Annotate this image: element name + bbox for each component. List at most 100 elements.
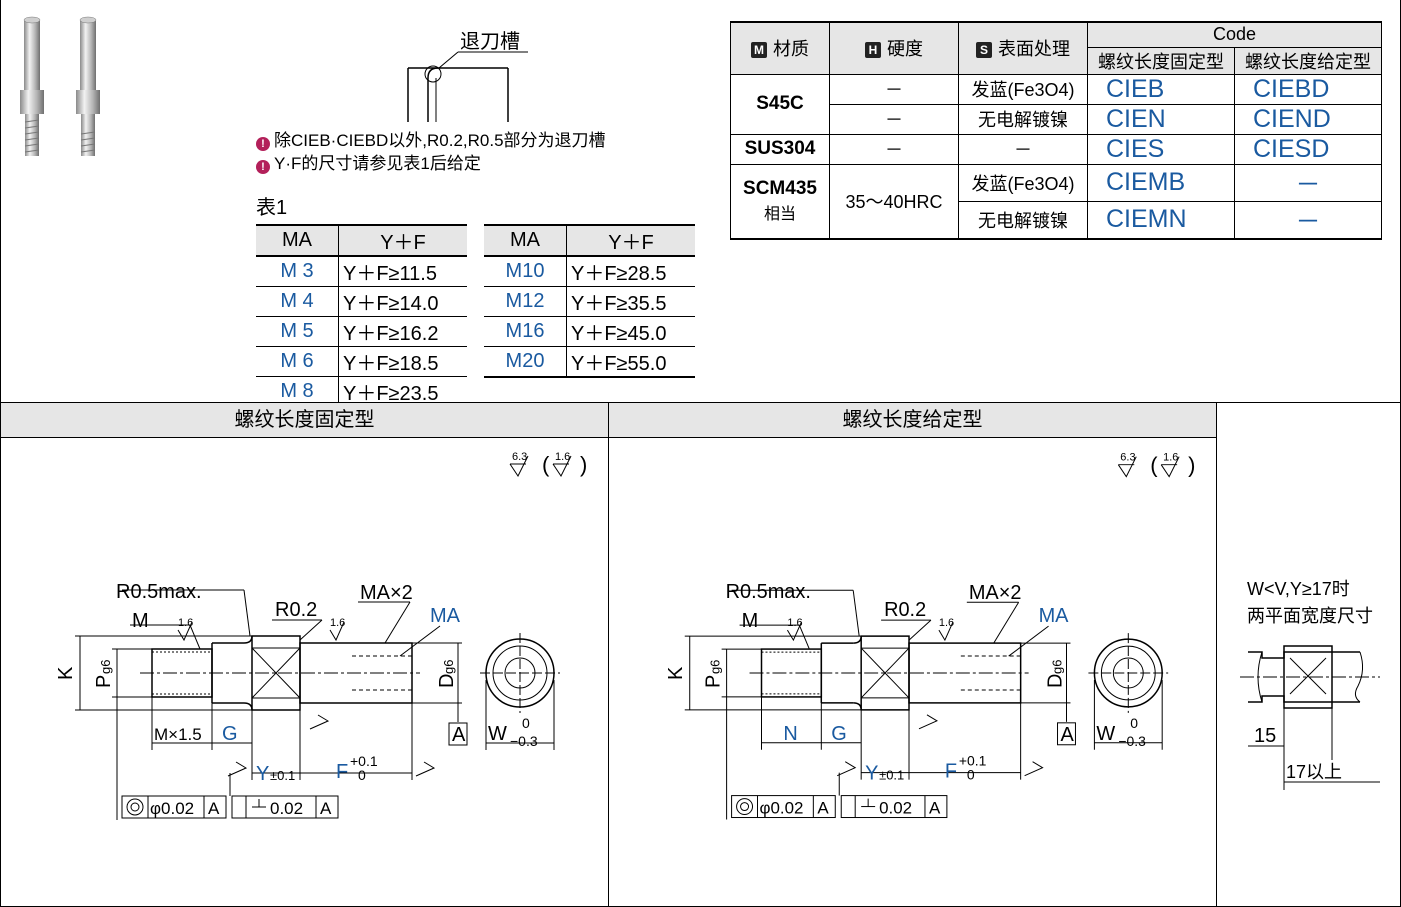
hardness-badge-icon: H — [865, 42, 881, 59]
warning-icon: ! — [256, 137, 270, 151]
cell-code-given: － — [1234, 200, 1382, 239]
label-r05: R0.5max. — [726, 581, 811, 603]
cell-material: SUS304 — [730, 133, 830, 165]
cell-hardness: － — [829, 73, 959, 105]
label-f-tol-dn: 0 — [967, 767, 975, 783]
label-f-tol-dn: 0 — [358, 767, 366, 783]
cell-yf: Y＋F≥14.0 — [338, 286, 467, 317]
label-mx15: M×1.5 — [154, 725, 202, 744]
label-ma-x2: MA×2 — [969, 582, 1022, 604]
dimension-labels: R0.5max. M R0.2 MA×2 MA K P g6 D g6 A W … — [55, 581, 538, 818]
drawing-fixed: 6.3 ( 1.6 ) — [55, 451, 587, 820]
cell-code-fixed: CIEB — [1087, 73, 1235, 105]
groove-detail-drawing — [407, 51, 528, 122]
material-badge-icon: M — [751, 42, 767, 59]
header-fixed: 螺纹长度固定型 — [1087, 46, 1235, 75]
rough-label: 1.6 — [178, 617, 193, 629]
section-header-given: 螺纹长度给定型 — [609, 403, 1216, 438]
label-y-tol: ±0.1 — [879, 768, 904, 783]
cell-material-sub: 相当 — [763, 206, 796, 223]
cell-code-fixed: CIEN — [1087, 103, 1235, 135]
note-1: !除CIEB·CIEBD以外,R0.2,R0.5部分为退刀槽 — [256, 132, 606, 151]
label-f: F — [336, 761, 348, 783]
cell-material-name: SCM435 — [743, 178, 817, 199]
label-w-tol-dn: −0.3 — [1118, 733, 1146, 749]
table-row: 无电解镀镍 CIEMN － — [731, 200, 1382, 239]
side-note-2: 两平面宽度尺寸 — [1247, 606, 1373, 626]
label-y: Y — [256, 763, 269, 785]
col-yf: Y＋F — [338, 224, 467, 257]
dimension-labels: R0.5max. M R0.2 MA×2 MA K P g6 D g6 A W … — [665, 581, 1146, 817]
label-coax-datum: A — [817, 799, 829, 818]
table-row: S45C － 发蓝(Fe3O4) CIEB CIEBD — [730, 73, 1382, 135]
cell-surface: 无电解镀镍 — [958, 103, 1088, 135]
label-f-tol-up: +0.1 — [959, 753, 987, 769]
label-coax-tol: φ0.02 — [150, 799, 194, 818]
rough-label: 1.6 — [330, 617, 345, 629]
rough-label: 1.6 — [939, 617, 954, 629]
label-y-tol: ±0.1 — [270, 768, 295, 783]
section-header-fixed: 螺纹长度固定型 — [1, 403, 608, 438]
product-photo — [20, 16, 100, 156]
cell-surface: － — [958, 133, 1088, 165]
cell-ma: M 4 — [256, 286, 339, 317]
label-datum-a: A — [1061, 724, 1075, 746]
divider-2 — [1216, 402, 1217, 907]
col-ma: MA — [484, 224, 567, 257]
side-detail-drawing: 15 17以上 — [1240, 645, 1380, 790]
cell-hardness: － — [829, 133, 959, 165]
table-row: － 无电解镀镍 CIEN CIEND — [731, 103, 1382, 135]
cell-hardness: － — [829, 103, 959, 135]
groove-label: 退刀槽 — [460, 31, 520, 53]
cell-ma: M20 — [484, 346, 567, 378]
col-yf: Y＋F — [566, 224, 695, 257]
label-d: D — [436, 674, 458, 688]
drawing-given: 6.3 ( 1.6 ) — [665, 452, 1195, 820]
cell-ma: M 6 — [256, 346, 339, 377]
col-ma: MA — [256, 224, 339, 257]
label-ma: MA — [1039, 605, 1070, 627]
label-p: P — [93, 675, 115, 688]
label-datum-a: A — [452, 724, 466, 746]
label-dim-15: 15 — [1254, 725, 1276, 747]
cell-code-given: CIESD — [1234, 133, 1382, 165]
cell-ma: M 3 — [256, 256, 339, 287]
surface-badge-icon: S — [976, 42, 992, 59]
label-perp-datum: A — [929, 799, 941, 818]
label-ma-x2: MA×2 — [360, 582, 413, 604]
rough-16-label: 1.6 — [555, 451, 570, 463]
label-y: Y — [865, 763, 878, 785]
cell-hardness: 35～40HRC — [829, 163, 959, 239]
svg-text:): ) — [1188, 453, 1195, 478]
label-d: D — [1045, 674, 1067, 688]
cell-yf: Y＋F≥16.2 — [338, 316, 467, 347]
cell-yf: Y＋F≥23.5 — [338, 376, 467, 408]
table-header-row: MA Y＋F — [256, 224, 467, 257]
cell-ma: M 5 — [256, 316, 339, 347]
cell-yf: Y＋F≥18.5 — [338, 346, 467, 377]
cell-ma: M16 — [484, 316, 567, 347]
cell-code-given: － — [1234, 163, 1382, 202]
label-perp-tol: 0.02 — [879, 799, 912, 818]
label-dim-17: 17以上 — [1286, 762, 1342, 782]
svg-text:(: ( — [1150, 453, 1158, 478]
header-given: 螺纹长度给定型 — [1234, 46, 1382, 75]
label-f: F — [945, 761, 957, 783]
label-p: P — [703, 675, 725, 688]
cell-surface: 无电解镀镍 — [958, 200, 1088, 239]
cell-surface: 发蓝(Fe3O4) — [958, 73, 1088, 105]
